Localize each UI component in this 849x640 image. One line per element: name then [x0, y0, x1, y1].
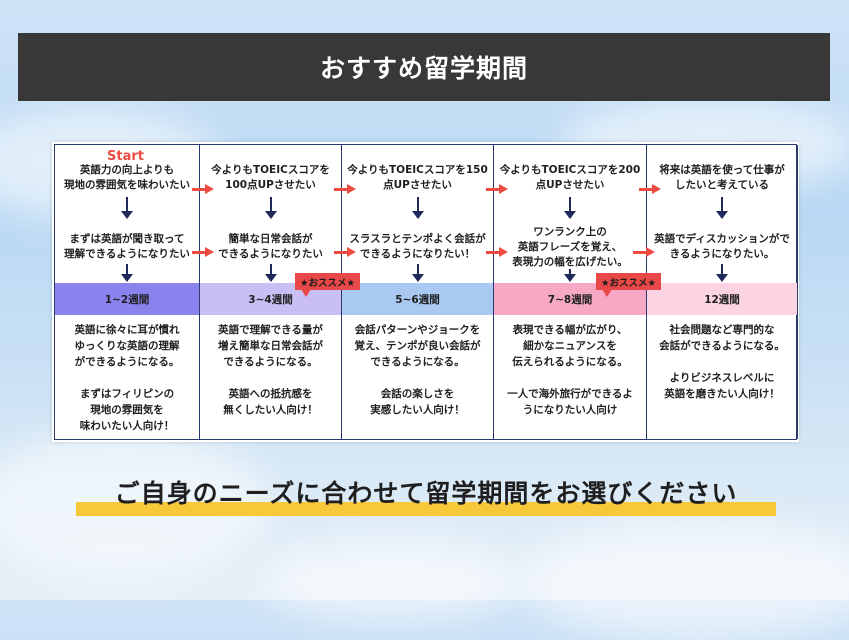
call-to-action-text: ご自身のニーズに合わせて留学期間をお選びください — [114, 479, 738, 508]
highlight-underline — [76, 502, 776, 516]
right-arrow-icon — [633, 246, 655, 258]
right-arrow-icon — [486, 183, 508, 195]
step-text: 英語でディスカッションがで きるようになりたい。 — [654, 233, 790, 260]
right-arrow-icon — [486, 246, 508, 258]
right-arrow-icon — [334, 183, 356, 195]
start-label: Start — [107, 149, 144, 164]
recommend-badge-label: ★おススメ★ — [300, 277, 356, 289]
period-column-2: 今よりもTOEICスコアを 100点UPさせたい 簡単な日常会話が できるように… — [200, 145, 342, 439]
right-arrow-icon — [192, 183, 214, 195]
step-text: スラスラとテンポよく会話が できるようになりたい！ — [349, 233, 486, 260]
step-text: 簡単な日常会話が できるようになりたい — [218, 233, 323, 260]
goal-text: 今よりもTOEICスコアを150 点UPさせたい — [347, 164, 488, 191]
description-text: 社会問題など専門的な 会話ができるようになる。 よりビジネスレベルに 英語を磨き… — [659, 324, 785, 400]
down-arrow-icon — [121, 264, 133, 282]
recommend-badge-label: ★おススメ★ — [601, 277, 657, 289]
goal-text: 今よりもTOEICスコアを200 点UPさせたい — [499, 164, 641, 191]
goal-text: 将来は英語を使って仕事が したいと考えている — [659, 164, 785, 191]
down-arrow-icon — [264, 197, 277, 219]
cloud — [520, 520, 849, 640]
period-column-5: 将来は英語を使って仕事が したいと考えている 英語でディスカッションがで きるよ… — [647, 145, 798, 439]
right-arrow-icon — [192, 246, 214, 258]
goal-text: 今よりもTOEICスコアを 100点UPさせたい — [211, 164, 330, 191]
down-arrow-icon — [411, 197, 424, 219]
description-text: 英語で理解できる量が 増え簡単な日常会話が できるようになる。 英語への抵抗感を… — [218, 324, 323, 416]
period-table: Start 英語力の向上よりも 現地の雰囲気を味わいたい まずは英語が聞き取って… — [52, 142, 799, 442]
period-band: 12週間 — [647, 283, 797, 315]
page-title: おすすめ留学期間 — [18, 33, 830, 101]
description-text: 会話パターンやジョークを 覚え、テンポが良い会話が できるようになる。 会話の楽… — [354, 324, 481, 416]
call-to-action: ご自身のニーズに合わせて留学期間をお選びください — [76, 474, 776, 520]
down-arrow-icon — [716, 264, 728, 282]
right-arrow-icon — [334, 246, 356, 258]
down-arrow-icon — [411, 264, 424, 282]
cloud — [260, 540, 520, 620]
down-arrow-icon — [121, 197, 133, 219]
step-text: まずは英語が聞き取って 理解できるようになりたい — [64, 233, 190, 260]
period-band: 5~6週間 — [342, 283, 493, 315]
period-column-4: 今よりもTOEICスコアを200 点UPさせたい ワンランク上の 英語フレーズを… — [494, 145, 647, 439]
down-arrow-icon — [716, 197, 728, 219]
down-arrow-icon — [564, 197, 576, 219]
down-arrow-icon — [564, 269, 576, 282]
recommend-badge: ★おススメ★ — [295, 273, 361, 297]
description-text: 表現できる幅が広がり、 細かなニュアンスを 伝えられるようになる。 一人で海外旅… — [507, 324, 633, 416]
down-arrow-icon — [264, 264, 277, 282]
goal-text: 英語力の向上よりも 現地の雰囲気を味わいたい — [64, 164, 190, 191]
period-column-3: 今よりもTOEICスコアを150 点UPさせたい スラスラとテンポよく会話が で… — [342, 145, 494, 439]
period-band: 1~2週間 — [55, 283, 199, 315]
period-grid: Start 英語力の向上よりも 現地の雰囲気を味わいたい まずは英語が聞き取って… — [54, 144, 798, 440]
step-text: ワンランク上の 英語フレーズを覚え、 表現力の幅を広げたい。 — [512, 226, 628, 268]
recommend-badge: ★おススメ★ — [596, 273, 662, 297]
period-column-1: Start 英語力の向上よりも 現地の雰囲気を味わいたい まずは英語が聞き取って… — [55, 145, 200, 439]
description-text: 英語に徐々に耳が慣れ ゆっくりな英語の理解 ができるようになる。 まずはフィリピ… — [74, 324, 180, 432]
right-arrow-icon — [639, 183, 661, 195]
